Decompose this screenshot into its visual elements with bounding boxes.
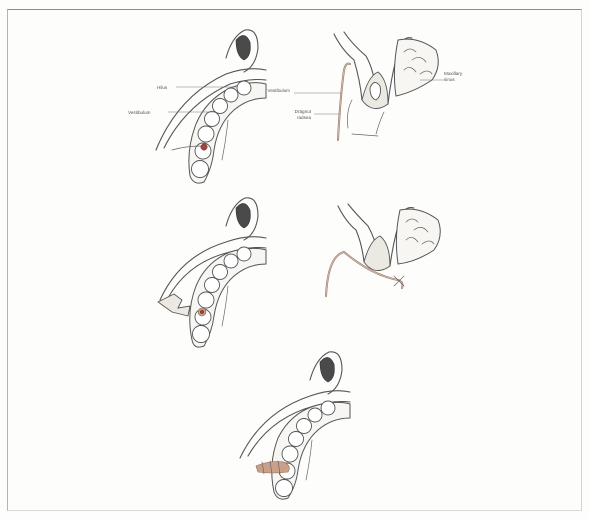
tooth-3b bbox=[308, 408, 322, 422]
panel-occlusal-view-1: Hilus Vestibulum bbox=[128, 30, 266, 183]
label-vestibulum-right: Vestibulum bbox=[268, 88, 291, 93]
tooth-3c bbox=[297, 419, 312, 434]
retracted-flap-2 bbox=[158, 294, 190, 316]
tooth-1a bbox=[237, 81, 251, 95]
tooth-3e bbox=[282, 446, 298, 462]
incision-site-1 bbox=[201, 144, 207, 150]
palate-line-2 bbox=[222, 286, 228, 326]
tooth-2d bbox=[205, 278, 220, 293]
panel-occlusal-view-3 bbox=[240, 352, 350, 499]
label-drain-line1: Drägnut bbox=[295, 109, 312, 114]
nasal-opening-2 bbox=[236, 203, 250, 228]
tooth-3a bbox=[321, 401, 335, 415]
tooth-2c bbox=[213, 265, 228, 280]
palate-line-1 bbox=[222, 120, 228, 160]
tooth-3g bbox=[276, 480, 293, 497]
tooth-2b bbox=[224, 254, 238, 268]
tooth-2a bbox=[237, 247, 251, 261]
tooth-1c bbox=[213, 99, 228, 114]
suture-knot-2 bbox=[394, 276, 404, 286]
tooth-2g bbox=[193, 326, 210, 343]
coronal-wall-left-1 bbox=[334, 34, 362, 100]
maxillary-sinus-area-1 bbox=[394, 39, 438, 96]
closed-incision-3 bbox=[256, 462, 289, 474]
drain-tube-1 bbox=[338, 64, 350, 140]
tooth-1b bbox=[224, 88, 238, 102]
panel-occlusal-view-2 bbox=[158, 198, 266, 347]
panel-coronal-section-2 bbox=[326, 204, 440, 296]
tooth-1e bbox=[198, 126, 214, 142]
tooth-1d bbox=[205, 112, 220, 127]
tooth-1g bbox=[192, 161, 209, 178]
label-maxillary-line2: sinus bbox=[444, 77, 455, 82]
nasal-opening-3 bbox=[320, 357, 334, 382]
panel-coronal-section-1: Vestibulum Drägnut radsea Maxillary sinu… bbox=[268, 32, 463, 140]
palate-line-3 bbox=[306, 440, 312, 480]
label-maxillary-line1: Maxillary bbox=[444, 71, 463, 76]
label-drain-line2: radsea bbox=[297, 115, 311, 120]
incision-core-2 bbox=[200, 310, 204, 314]
tooth-2e bbox=[198, 292, 214, 308]
alveolar-ridge-2 bbox=[364, 236, 390, 271]
label-vestibulum-top: Vestibulum bbox=[128, 110, 151, 115]
lower-base-1 bbox=[352, 134, 378, 136]
tooth-3d bbox=[289, 432, 304, 447]
nasal-opening-1 bbox=[236, 35, 250, 60]
maxillary-sinus-area-2 bbox=[396, 209, 440, 264]
label-hilus: Hilus bbox=[157, 85, 168, 90]
